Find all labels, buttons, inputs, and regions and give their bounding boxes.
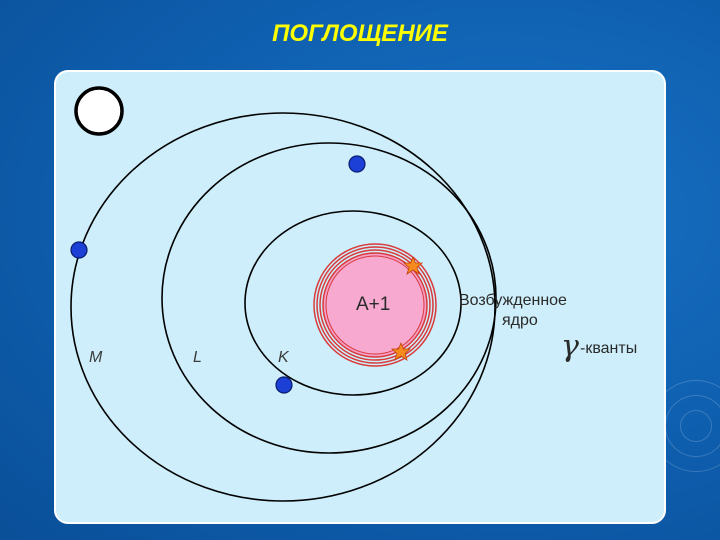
shell-label-m: M bbox=[89, 349, 103, 366]
background-swirl bbox=[680, 410, 712, 442]
blue-dot-icon bbox=[348, 155, 366, 173]
excited-nucleus-label: Возбужденное bbox=[459, 292, 567, 309]
slide-title: ПОГЛОЩЕНИЕ bbox=[272, 20, 448, 47]
shell-l-orbit bbox=[161, 142, 497, 454]
excited-nucleus bbox=[313, 243, 437, 367]
blue-dot-icon bbox=[70, 241, 88, 259]
excited-nucleus-label-line2: ядро bbox=[502, 312, 538, 329]
gamma-quanta-label: -кванты bbox=[580, 340, 638, 357]
gamma-symbol: γ bbox=[561, 329, 579, 364]
shell-label-k: K bbox=[278, 349, 289, 366]
blue-dot-icon bbox=[275, 376, 293, 394]
shell-m-orbit bbox=[70, 112, 496, 502]
shell-k-orbit bbox=[244, 210, 462, 396]
white-circle-icon bbox=[74, 86, 124, 136]
shell-label-l: L bbox=[193, 349, 202, 366]
orange-star-icon bbox=[402, 255, 424, 275]
orange-star-icon bbox=[390, 341, 412, 361]
nucleus-label: A+1 bbox=[356, 294, 391, 315]
